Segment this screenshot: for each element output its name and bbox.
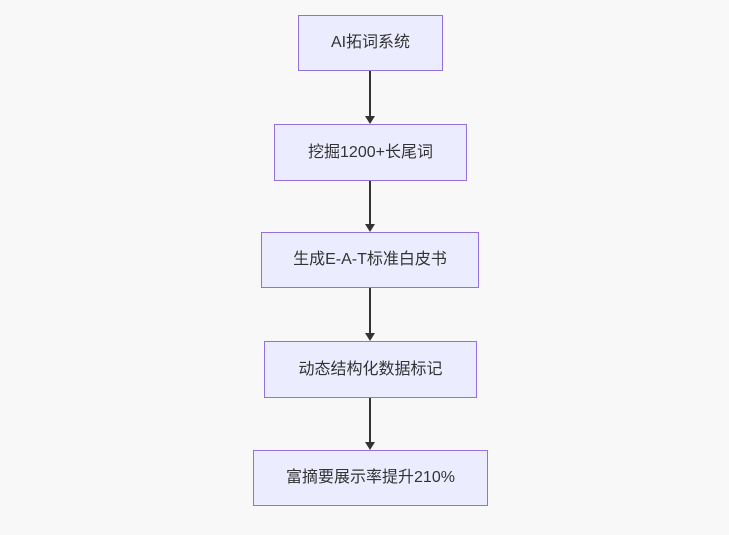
- flow-arrow: [364, 398, 376, 450]
- flowchart-node-longtail-keywords: 挖掘1200+长尾词: [274, 124, 467, 181]
- flowchart-node-ai-word-expansion: AI拓词系统: [298, 15, 443, 71]
- arrowhead-down-icon: [365, 442, 375, 450]
- arrow-line: [369, 71, 371, 117]
- arrowhead-down-icon: [365, 224, 375, 232]
- arrowhead-down-icon: [365, 116, 375, 124]
- node-label: 挖掘1200+长尾词: [308, 143, 433, 161]
- flowchart-node-eat-whitepaper: 生成E-A-T标准白皮书: [261, 232, 479, 288]
- node-label: AI拓词系统: [330, 34, 411, 52]
- node-label: 富摘要展示率提升210%: [286, 469, 455, 487]
- arrow-line: [369, 288, 371, 334]
- node-label: 动态结构化数据标记: [298, 360, 443, 378]
- arrow-line: [369, 398, 371, 443]
- node-label: 生成E-A-T标准白皮书: [293, 251, 447, 269]
- flow-arrow: [364, 288, 376, 341]
- flow-arrow: [364, 71, 376, 124]
- flowchart-node-structured-data-markup: 动态结构化数据标记: [264, 341, 477, 398]
- flowchart-node-rich-snippet-rate: 富摘要展示率提升210%: [253, 450, 488, 506]
- arrow-line: [369, 181, 371, 225]
- flow-arrow: [364, 181, 376, 232]
- arrowhead-down-icon: [365, 333, 375, 341]
